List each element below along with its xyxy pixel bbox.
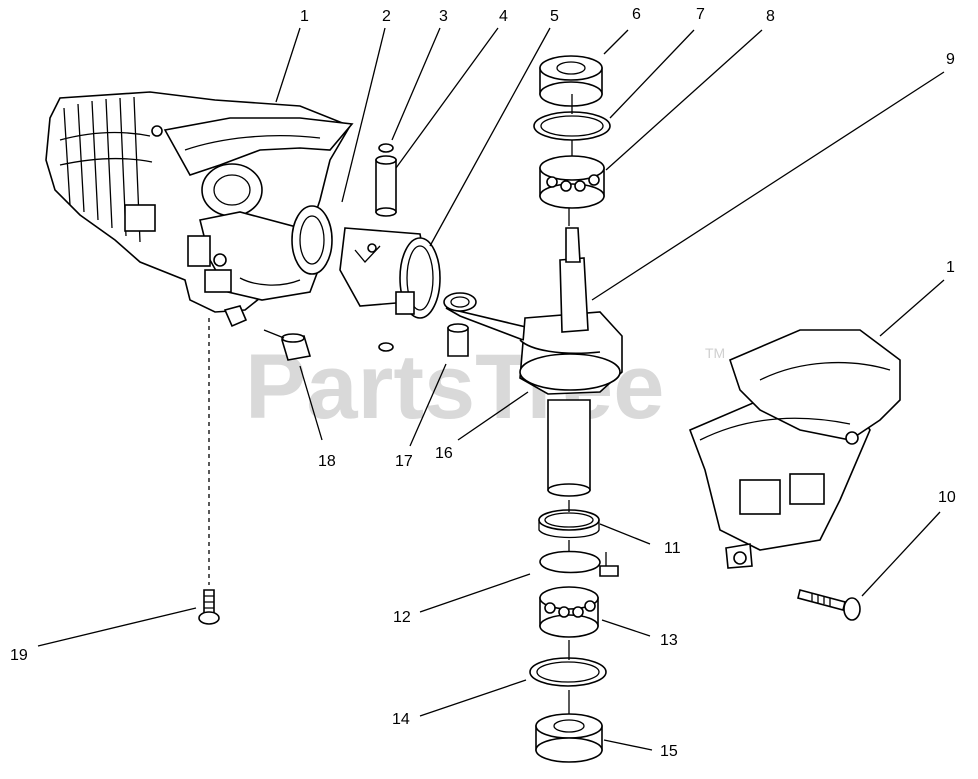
callout-13: 13 bbox=[660, 632, 678, 649]
callout-5: 5 bbox=[550, 8, 559, 25]
callout-10: 10 bbox=[938, 489, 956, 506]
callout-2: 2 bbox=[382, 8, 391, 25]
callout-15: 15 bbox=[660, 743, 678, 760]
engine-block-part bbox=[45, 91, 354, 328]
upper-bearing-stack bbox=[533, 55, 611, 209]
callout-1-right: 1 bbox=[946, 259, 955, 276]
callout-12: 12 bbox=[393, 609, 411, 626]
leader-lines bbox=[37, 27, 945, 751]
callout-11: 11 bbox=[664, 540, 681, 557]
watermark-trademark: TM bbox=[705, 345, 725, 361]
callout-9: 9 bbox=[946, 51, 955, 68]
callout-19: 19 bbox=[10, 647, 28, 664]
callout-14: 14 bbox=[392, 711, 410, 728]
long-bolt-part bbox=[797, 589, 861, 621]
small-bolt-part bbox=[198, 318, 220, 625]
callout-1: 1 bbox=[300, 8, 309, 25]
piston-part bbox=[339, 227, 441, 319]
callout-6: 6 bbox=[632, 6, 641, 23]
bearing-sleeves bbox=[280, 323, 469, 361]
wrist-pin-part bbox=[375, 143, 397, 352]
callout-4: 4 bbox=[499, 8, 508, 25]
crankshaft-part bbox=[443, 195, 623, 497]
callout-18: 18 bbox=[318, 453, 336, 470]
callout-labels: 1 2 3 4 5 6 7 8 9 1 10 11 12 13 14 15 16… bbox=[10, 6, 956, 760]
callout-16: 16 bbox=[435, 445, 453, 462]
callout-3: 3 bbox=[439, 8, 448, 25]
callout-17: 17 bbox=[395, 453, 413, 470]
crankcase-half-part bbox=[688, 329, 901, 569]
callout-8: 8 bbox=[766, 8, 775, 25]
lower-bearing-stack bbox=[529, 500, 619, 763]
callout-7: 7 bbox=[696, 6, 705, 23]
